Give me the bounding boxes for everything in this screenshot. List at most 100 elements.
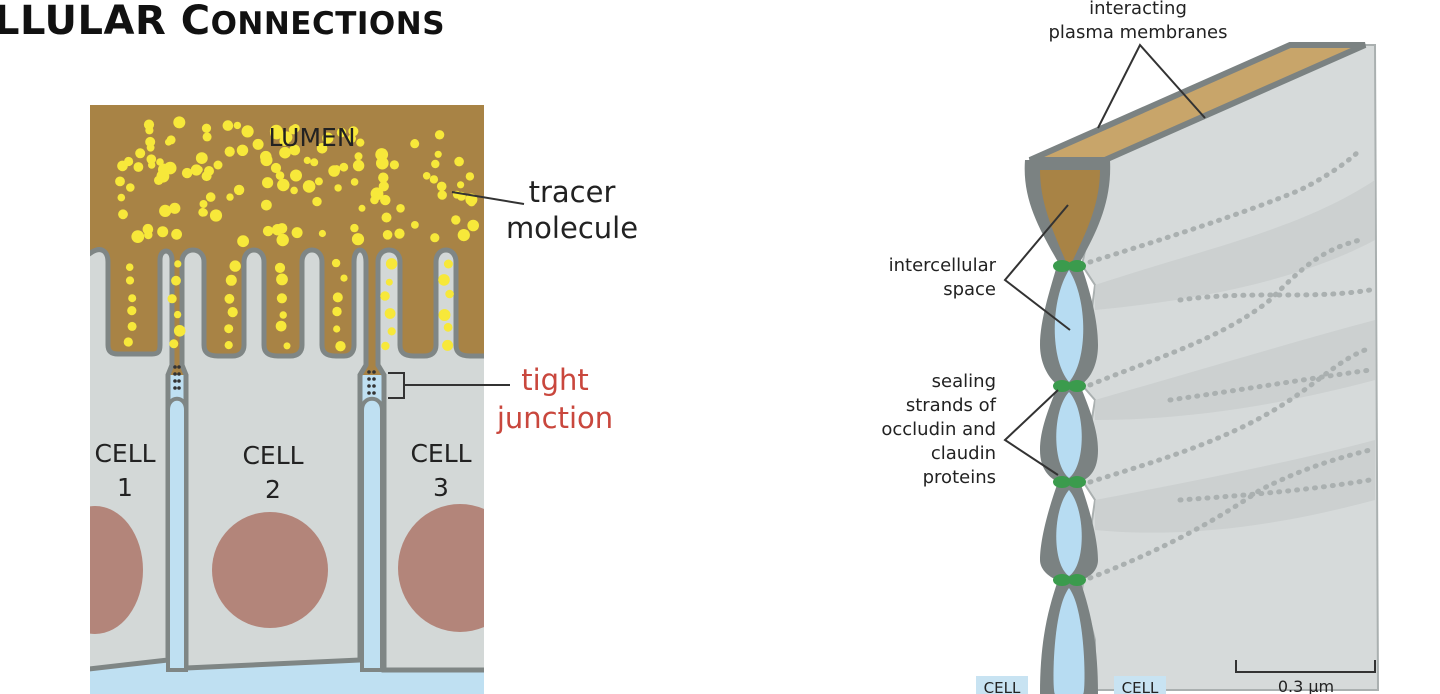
scale-bar xyxy=(1235,660,1376,673)
tracer-dot xyxy=(312,196,322,207)
face-fold-1 xyxy=(1095,180,1375,310)
tracer-dot xyxy=(126,183,135,192)
title-fragment-c: C xyxy=(180,0,211,44)
cell-tag-left-box xyxy=(976,676,1028,694)
tracer-dot xyxy=(145,136,156,147)
tracer-dot xyxy=(387,327,396,336)
tracer-dot xyxy=(135,148,146,159)
tracer-dot xyxy=(411,221,419,229)
tracer-dot xyxy=(233,184,245,196)
title-fragment-1: LLULAR xyxy=(0,0,181,44)
tracer-dot xyxy=(213,160,223,170)
tracer-dot xyxy=(381,212,392,223)
tracer-dot xyxy=(198,207,208,217)
tracer-dot xyxy=(358,204,366,212)
tracer-dot xyxy=(394,228,405,239)
tracer-dot xyxy=(331,258,341,268)
tight-junction-bracket xyxy=(388,372,510,399)
space-label-line1: intercellular xyxy=(889,255,997,276)
cell-1-number: 1 xyxy=(117,473,133,502)
membrane-3d-diagram: interacting plasma membranes intercellul… xyxy=(881,0,1380,694)
tracer-dot xyxy=(127,321,137,331)
tracer-dot xyxy=(451,215,461,225)
tracer-dot xyxy=(381,341,390,351)
intercellular-fluid-segment-2 xyxy=(1056,392,1082,478)
tracer-dot xyxy=(226,193,234,201)
tracer-dot xyxy=(339,162,349,172)
tracer-dot xyxy=(131,230,145,244)
tracer-dot xyxy=(291,227,303,239)
tracer-dot xyxy=(159,204,172,217)
tracer-dot xyxy=(457,229,470,242)
tracer-dot xyxy=(457,181,465,189)
sealing-strand-line xyxy=(1087,237,1363,388)
intercellular-gap-1 xyxy=(166,396,188,672)
tracer-dot xyxy=(356,138,365,147)
tracer-dot xyxy=(261,199,272,211)
tracer-dot xyxy=(166,135,176,145)
tracer-dot xyxy=(378,172,389,183)
tracer-dot xyxy=(436,181,447,192)
tracer-dot xyxy=(276,233,289,247)
tracer-dot xyxy=(279,311,287,319)
tracer-dot xyxy=(195,166,203,174)
tracer-dot xyxy=(125,263,134,272)
tracer-dot xyxy=(382,230,393,240)
tracer-dot xyxy=(443,259,453,269)
tracer-dot xyxy=(322,132,334,144)
tracer-dot xyxy=(199,200,208,208)
tracer-dot xyxy=(181,167,193,179)
tracer-dot xyxy=(224,341,233,350)
tracer-dot xyxy=(279,136,290,147)
sealing-proteins xyxy=(1053,260,1086,586)
tracer-dot xyxy=(385,278,393,286)
nucleus-1 xyxy=(90,506,143,634)
tracer-dot xyxy=(229,260,241,272)
sealing-strand-dots xyxy=(1087,147,1373,581)
cell-3-label: CELL xyxy=(410,439,471,468)
sealing-strand-line xyxy=(1177,477,1373,503)
cell-tag-right: CELL xyxy=(1122,679,1159,694)
tracer-dot xyxy=(201,123,212,133)
tracer-dot xyxy=(277,178,290,192)
tracer-dot xyxy=(380,194,391,206)
tracer-dot xyxy=(269,124,283,138)
tracer-dot xyxy=(262,225,274,237)
tracer-dot xyxy=(314,177,323,186)
tracer-dot xyxy=(252,138,264,150)
tracer-dot xyxy=(283,342,291,350)
tracer-dot xyxy=(333,325,341,333)
tracer-dot xyxy=(302,180,316,193)
tracer-dot xyxy=(442,339,454,351)
tracer-dot xyxy=(275,320,287,332)
tracer-dot xyxy=(224,293,235,304)
tracer-leader-line xyxy=(451,191,525,205)
tracer-dot xyxy=(225,274,237,286)
intercellular-gap-2 xyxy=(360,396,384,672)
tracer-dot xyxy=(156,158,164,166)
tracer-dot xyxy=(431,159,440,169)
tracer-dot xyxy=(115,176,125,187)
tracer-dot xyxy=(370,187,384,201)
tracer-dot xyxy=(148,161,156,169)
tracer-dot xyxy=(133,162,144,172)
tracer-dot xyxy=(384,308,396,319)
tracer-dot xyxy=(335,341,346,352)
tracer-dot xyxy=(467,219,480,232)
tight-junction-label-line2: junction xyxy=(496,401,613,435)
tracer-dot xyxy=(117,193,126,202)
tracer-dot xyxy=(209,209,223,222)
tracer-dot xyxy=(224,146,235,157)
tracer-dot xyxy=(348,126,359,137)
tracer-dot xyxy=(260,154,273,167)
tracer-dot xyxy=(303,156,311,164)
intercellular-fluid-3d xyxy=(1040,170,1100,262)
tracer-dot xyxy=(376,156,389,170)
face-fold-3 xyxy=(1095,440,1375,533)
tracer-dot xyxy=(144,230,153,240)
sealing-strand-line xyxy=(1177,287,1373,303)
tracer-dot xyxy=(430,233,440,243)
intercellular-fluid-segment-4 xyxy=(1053,588,1085,694)
face-fold-2 xyxy=(1095,320,1375,420)
strands-label-line2: strands of xyxy=(906,395,997,416)
